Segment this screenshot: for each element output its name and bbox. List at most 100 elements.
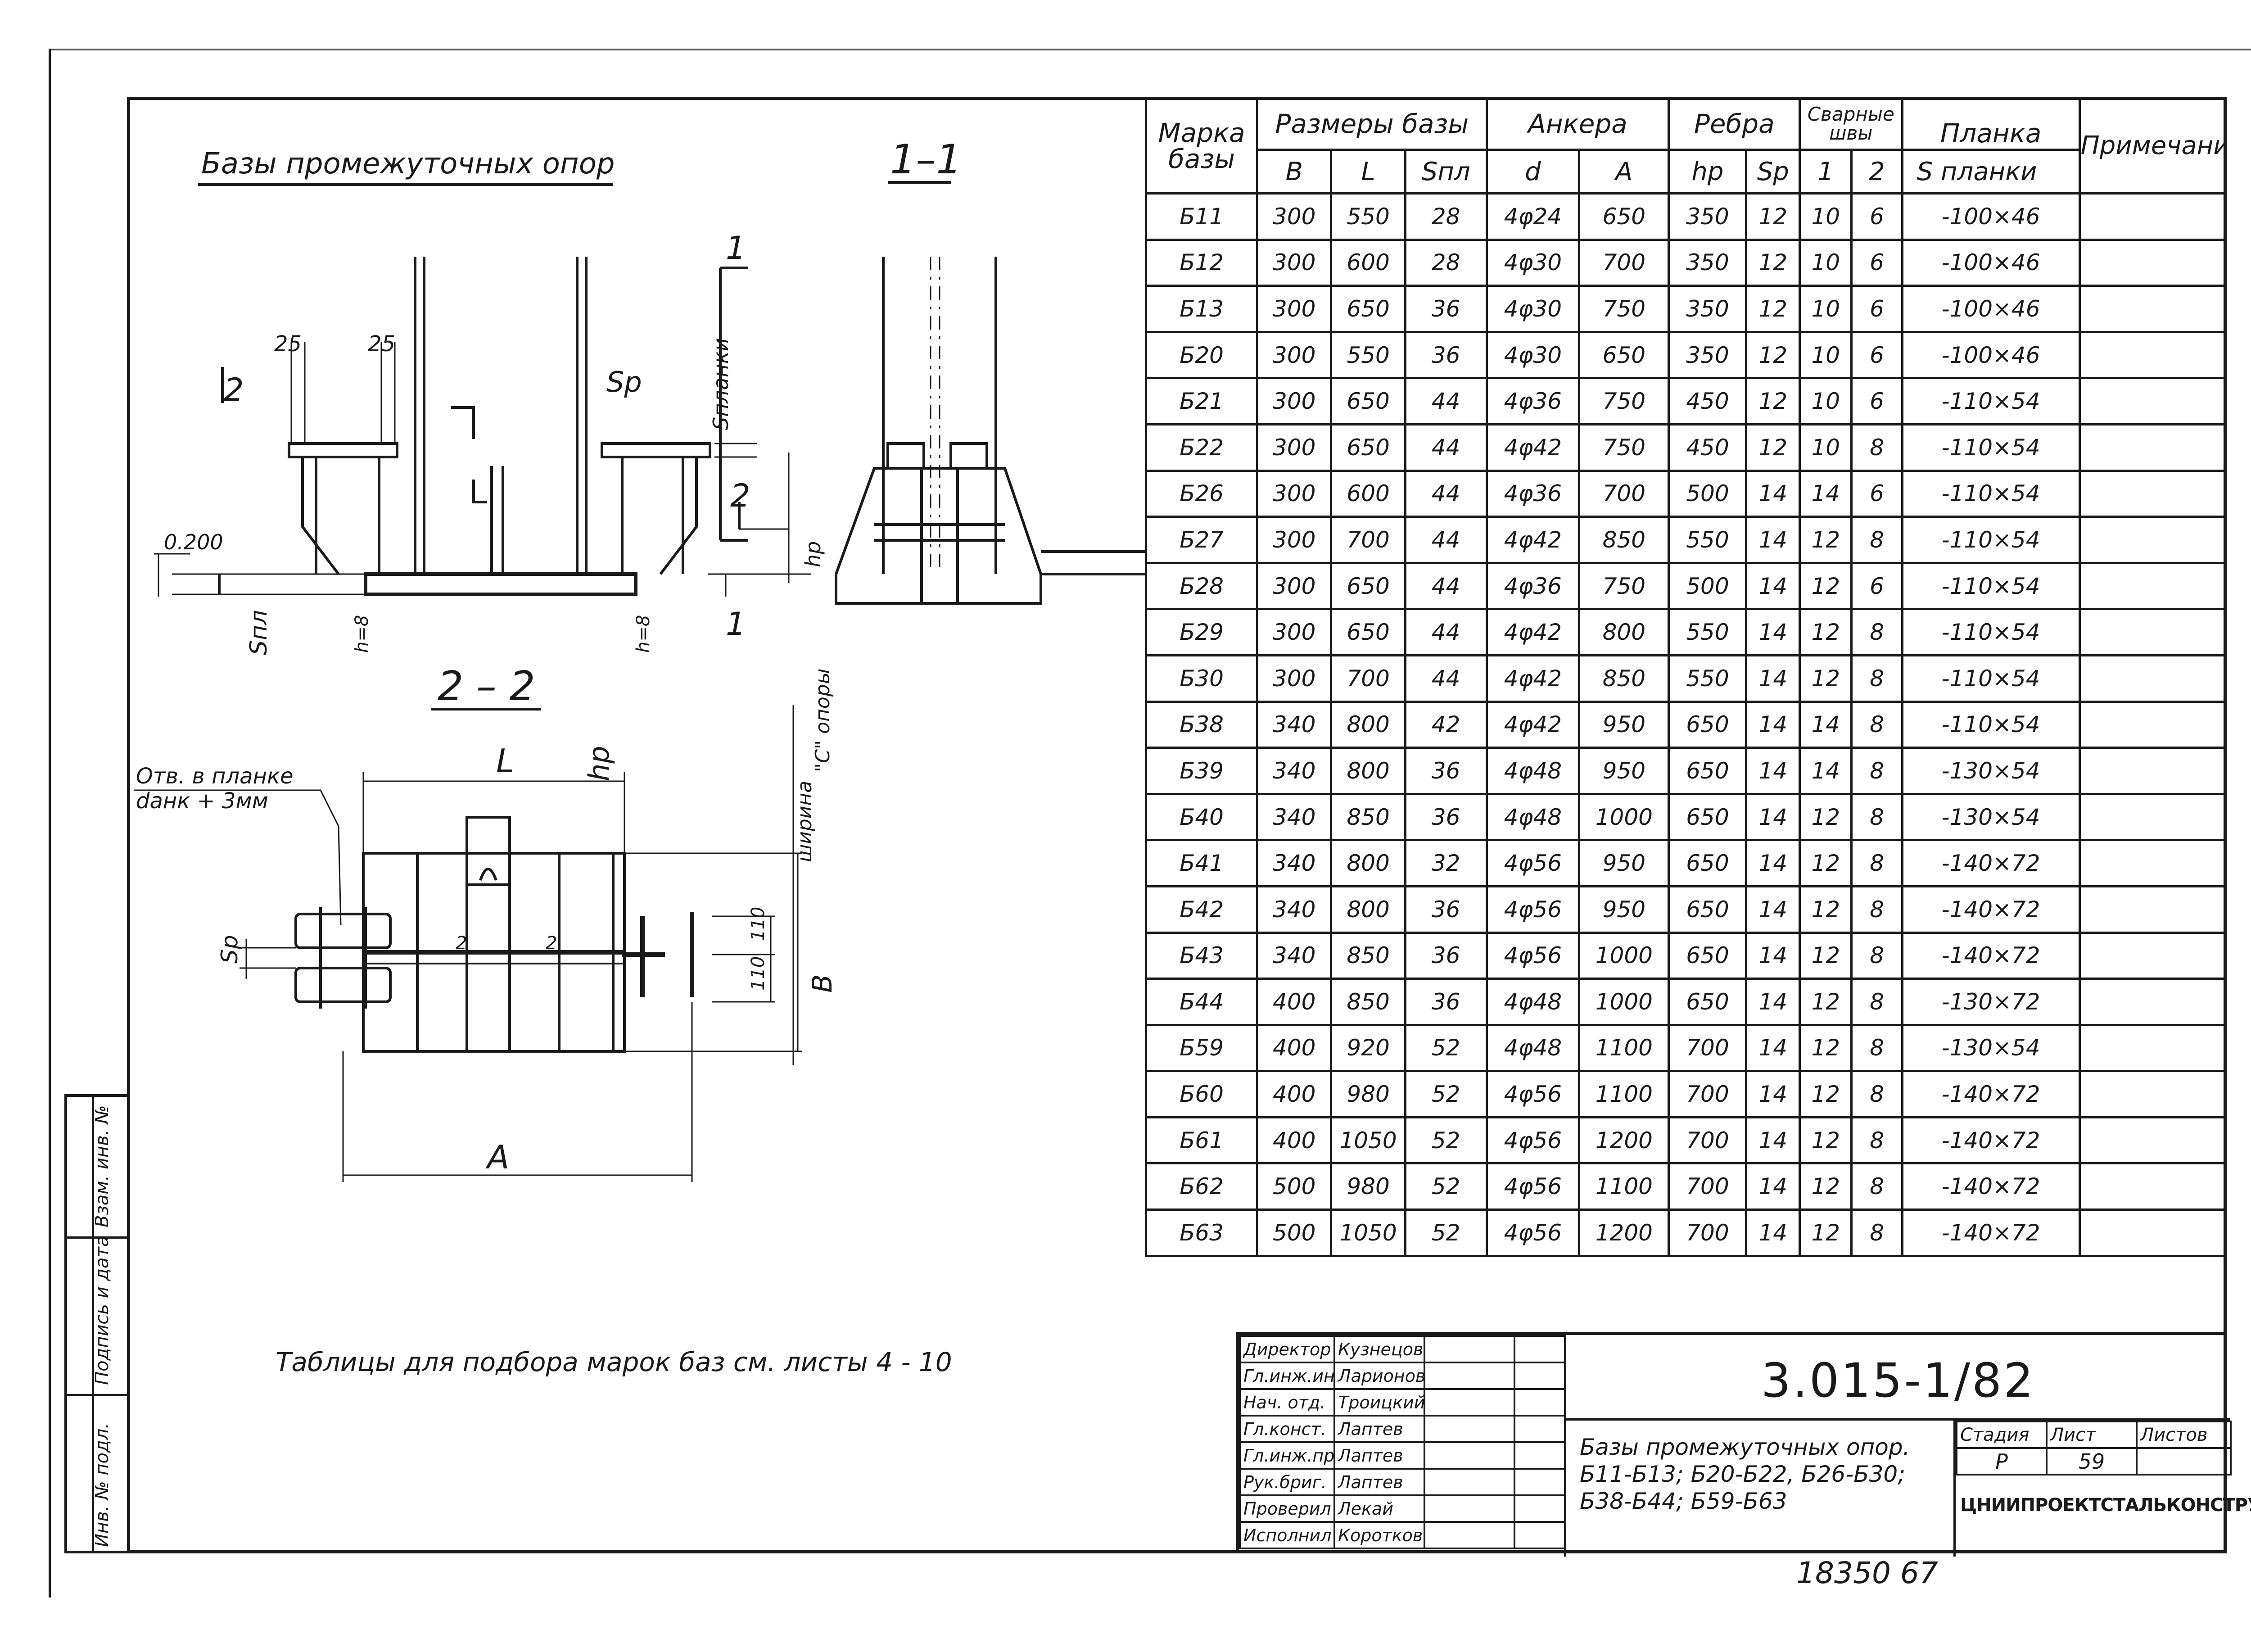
signature [1424,1362,1515,1390]
table-cell: 8 [1850,1023,1903,1073]
hole-note-2: dанк + 3мм [136,788,268,814]
sheet-top-edge [49,49,2251,50]
table-cell: 400 [1256,1070,1333,1118]
cell-mark: Б11 [1144,192,1259,241]
cell-mark: Б43 [1144,931,1259,980]
sheet-label: Лист [2046,1421,2138,1449]
mark-1-top: 1 [726,230,746,267]
table-cell: 12 [1799,839,1853,887]
table-cell: -130×54 [1901,747,2081,795]
table-cell: 8 [1850,747,1903,795]
table-cell: 44 [1404,469,1488,518]
role-name: Лаптев [1333,1441,1425,1470]
th-shvy: Сварные швы [1799,97,1903,151]
date [1514,1494,1566,1523]
dim-110-a: 110 [748,907,768,941]
th-planka: Планка [1901,97,2081,151]
elevation-view [154,257,811,597]
signature [1424,1521,1515,1549]
organization: ЦНИИПРОЕКТСТАЛЬКОНСТРУКЦИЯ [1960,1495,2251,1516]
cell-note [2078,792,2227,842]
th-s-planki: S планки [1901,149,2081,195]
th-d: d [1485,149,1581,195]
sheets-label: Листов [2136,1421,2232,1449]
table-cell: 1050 [1330,1208,1406,1257]
signature [1424,1415,1515,1443]
signature [1424,1468,1515,1496]
table-cell: 650 [1668,839,1748,887]
table-cell: 4φ36 [1485,377,1581,425]
table-cell: 28 [1404,192,1488,241]
cell-note [2078,423,2227,472]
cell-mark: Б59 [1144,1023,1259,1073]
table-cell: -110×54 [1901,469,2081,518]
stage-label: Стадия [1956,1421,2048,1449]
table-cell: 6 [1850,238,1903,287]
table-cell: 350 [1668,238,1748,287]
title-cell: Базы промежуточных опор. Б11-Б13; Б20-Б2… [1564,1421,1953,1557]
table-cell: -140×72 [1901,885,2081,934]
dim-L: L [496,742,514,780]
table-cell: 52 [1404,1070,1488,1118]
table-cell: 600 [1330,469,1406,518]
signature [1424,1441,1515,1470]
table-cell: 14 [1799,700,1853,749]
table-cell: -130×54 [1901,792,2081,842]
sheet-left-edge [49,49,51,1598]
table-cell: 44 [1404,608,1488,656]
table-cell: 6 [1850,330,1903,380]
table-cell: 650 [1668,978,1748,1026]
table-cell: 650 [1330,608,1406,656]
table-cell: 14 [1799,747,1853,795]
table-cell: 8 [1850,1162,1903,1211]
table-cell: 12 [1799,654,1853,703]
table-cell: 500 [1668,469,1748,518]
role-name: Лаптев [1333,1415,1425,1443]
table-cell: 500 [1256,1208,1333,1257]
table-cell: 300 [1256,608,1333,656]
table-cell: 800 [1578,608,1670,656]
table-cell: 450 [1668,377,1748,425]
role-name: Ларионов [1333,1362,1425,1390]
table-cell: -110×54 [1901,423,2081,472]
table-cell: 4φ30 [1485,330,1581,380]
table-cell: -110×54 [1901,377,2081,425]
table-cell: 700 [1330,654,1406,703]
signature-row: Рук.бриг.Лаптев [1239,1468,1566,1496]
table-cell: 36 [1404,330,1488,380]
table-cell: 850 [1330,931,1406,980]
cell-mark: Б21 [1144,377,1259,425]
table-cell: -140×72 [1901,1116,2081,1165]
cell-note [2078,238,2227,287]
table-cell: 14 [1745,839,1801,887]
cell-mark: Б29 [1144,608,1259,656]
table-cell: 4φ48 [1485,747,1581,795]
table-cell: 300 [1256,377,1333,425]
table-cell: -130×72 [1901,978,2081,1026]
table-cell: 4φ24 [1485,192,1581,241]
table-cell: 14 [1745,885,1801,934]
table-cell: 4φ42 [1485,700,1581,749]
table-cell: 12 [1799,1070,1853,1118]
label-h8-a: h=8 [352,615,372,653]
cell-mark: Б28 [1144,561,1259,611]
table-cell: 700 [1578,238,1670,287]
table-cell: 44 [1404,516,1488,564]
table-cell: 300 [1256,192,1333,241]
label-sp: Sp [606,366,642,398]
table-cell: 700 [1668,1162,1748,1211]
cell-mark: Б20 [1144,330,1259,380]
table-cell: 8 [1850,516,1903,564]
table-cell: 52 [1404,1208,1488,1257]
table-cell: 12 [1799,561,1853,611]
cell-mark: Б39 [1144,747,1259,795]
table-cell: 12 [1745,238,1801,287]
table-cell: 650 [1668,747,1748,795]
